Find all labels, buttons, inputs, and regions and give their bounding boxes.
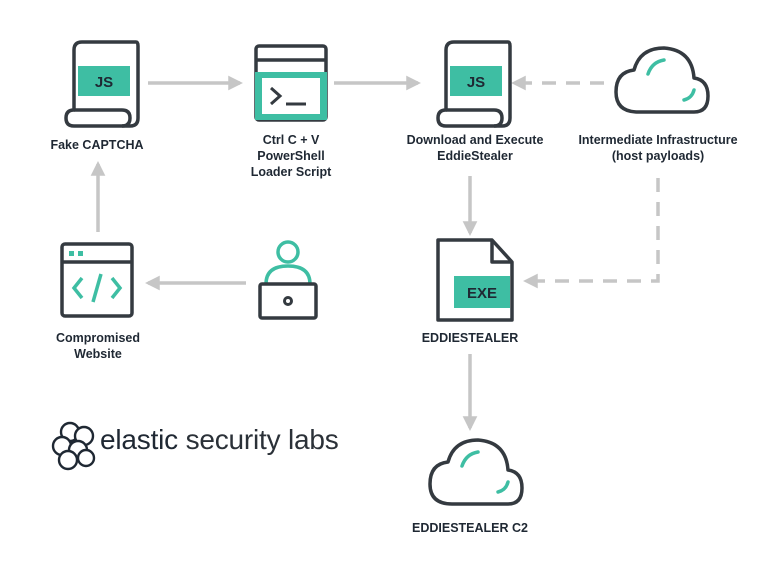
- label-line: Ctrl C + V: [262, 133, 320, 147]
- arrow-infra-to-eddiestealer: [523, 178, 660, 289]
- fake-captcha-label: Fake CAPTCHA: [32, 137, 162, 153]
- fake-captcha-scroll-icon: JS: [64, 40, 140, 128]
- label-line: Loader Script: [250, 165, 332, 179]
- intermediate-infrastructure-label: Intermediate Infrastructure (host payloa…: [566, 132, 750, 164]
- label-line: EddieStealer: [437, 149, 513, 163]
- label-line: Download and Execute: [406, 133, 544, 147]
- download-execute-label: Download and Execute EddieStealer: [390, 132, 560, 164]
- logo-word-security-labs: security labs: [185, 424, 339, 455]
- label-line: PowerShell: [257, 149, 325, 163]
- compromised-website-icon: [60, 242, 134, 318]
- eddiestealer-label: EDDIESTEALER: [410, 330, 530, 346]
- ctrl-cv-label: Ctrl C + V PowerShell Loader Script: [226, 132, 356, 180]
- download-execute-scroll-icon: JS: [436, 40, 512, 128]
- js-badge: [78, 66, 130, 96]
- label-line: Compromised: [55, 331, 141, 345]
- flow-arrows: [90, 75, 660, 431]
- eddiestealer-exe-icon: EXE: [436, 238, 514, 322]
- label-line: Website: [74, 347, 122, 361]
- label-line: Fake CAPTCHA: [50, 138, 144, 152]
- js-badge-text: JS: [95, 74, 113, 91]
- label-line: (host payloads): [611, 149, 705, 163]
- c2-cloud-icon: [428, 438, 524, 506]
- exe-badge-text: EXE: [467, 285, 497, 302]
- elastic-security-labs-wordmark: elastic security labs: [100, 424, 339, 456]
- js-badge-text: JS: [467, 74, 485, 91]
- code-brackets-icon: [71, 276, 84, 300]
- prompt-chevron-icon: [270, 86, 283, 106]
- js-badge: [450, 66, 502, 96]
- exe-badge: [454, 276, 510, 308]
- label-line: EDDIESTEALER: [421, 331, 519, 345]
- terminal-window-icon: [254, 44, 328, 122]
- label-line: Intermediate Infrastructure: [578, 133, 738, 147]
- intermediate-cloud-icon: [614, 46, 710, 114]
- eddiestealer-c2-label: EDDIESTEALER C2: [400, 520, 540, 536]
- compromised-website-label: Compromised Website: [40, 330, 156, 362]
- label-line: EDDIESTEALER C2: [412, 521, 528, 535]
- elastic-logo-icon: [51, 421, 96, 471]
- logo-word-elastic: elastic: [100, 424, 178, 455]
- user-at-laptop-icon: [258, 240, 318, 320]
